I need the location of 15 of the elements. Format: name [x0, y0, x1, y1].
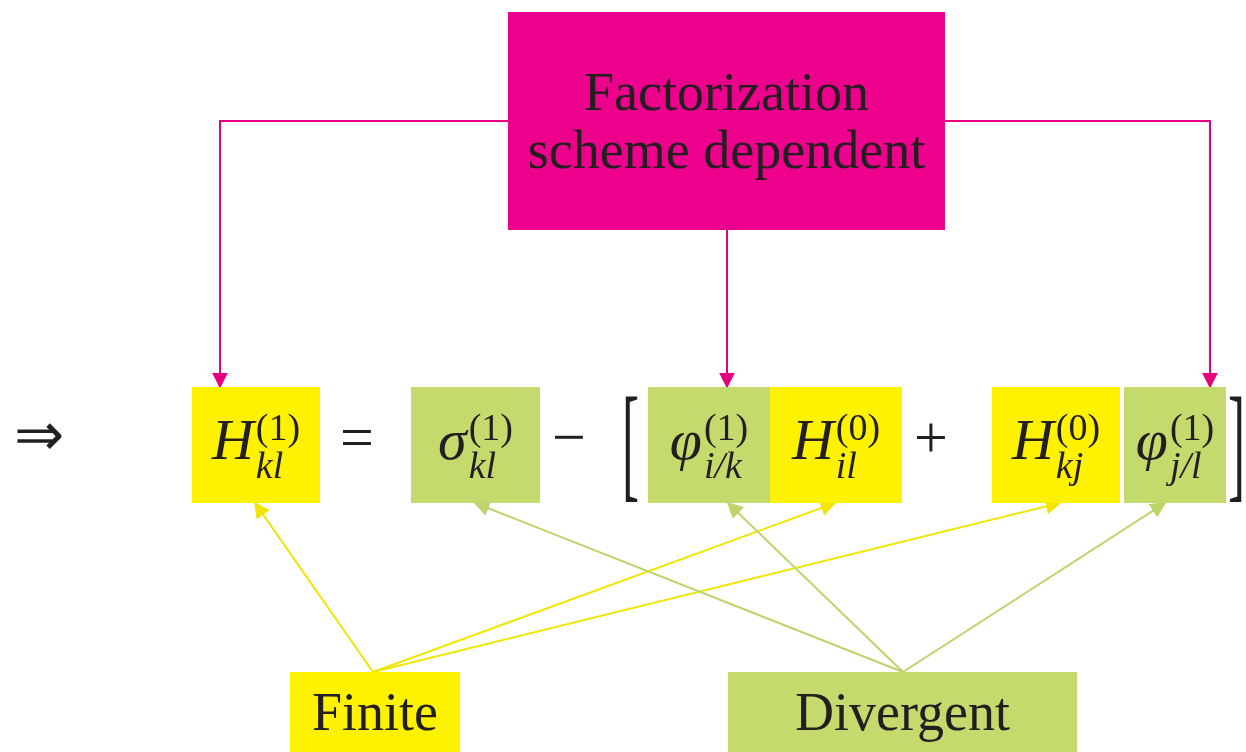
arrow-symbol: ⇒ — [14, 405, 64, 465]
plus-sign: + — [914, 407, 948, 467]
arrow — [726, 501, 904, 673]
arrow — [719, 229, 735, 389]
category-box: Divergent — [728, 672, 1077, 752]
category-box: Finite — [290, 672, 460, 752]
bracket: [ — [622, 378, 640, 506]
minus-sign: − — [552, 407, 586, 467]
factorization-box: Factorization scheme dependent — [508, 12, 945, 230]
arrow — [254, 501, 374, 673]
bracket: ] — [1228, 378, 1246, 506]
arrow — [902, 502, 1167, 673]
arrow — [944, 120, 1218, 389]
equals-sign: = — [340, 407, 374, 467]
arrow — [212, 120, 509, 389]
